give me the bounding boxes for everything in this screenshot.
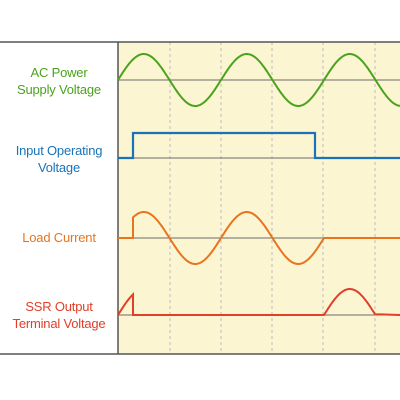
label-input-line2: Voltage <box>38 160 80 175</box>
label-ssr-line1: SSR Output <box>25 299 93 314</box>
grid-lines <box>169 42 376 354</box>
ac-power-waveform <box>117 53 400 107</box>
label-ac-power: AC Power Supply Voltage <box>0 64 118 98</box>
label-ac-power-line2: Supply Voltage <box>17 82 101 97</box>
label-load-line1: Load Current <box>22 230 96 245</box>
label-input: Input Operating Voltage <box>0 142 118 176</box>
label-load: Load Current <box>0 229 118 246</box>
label-ssr: SSR Output Terminal Voltage <box>0 298 118 332</box>
ssr-output-waveform <box>117 288 400 316</box>
plot-background <box>118 42 400 354</box>
label-ssr-line2: Terminal Voltage <box>12 316 106 331</box>
load-current-waveform <box>118 211 400 265</box>
input-voltage-waveform <box>118 131 400 160</box>
label-input-line1: Input Operating <box>15 143 103 158</box>
label-ac-power-line1: AC Power <box>30 65 88 80</box>
